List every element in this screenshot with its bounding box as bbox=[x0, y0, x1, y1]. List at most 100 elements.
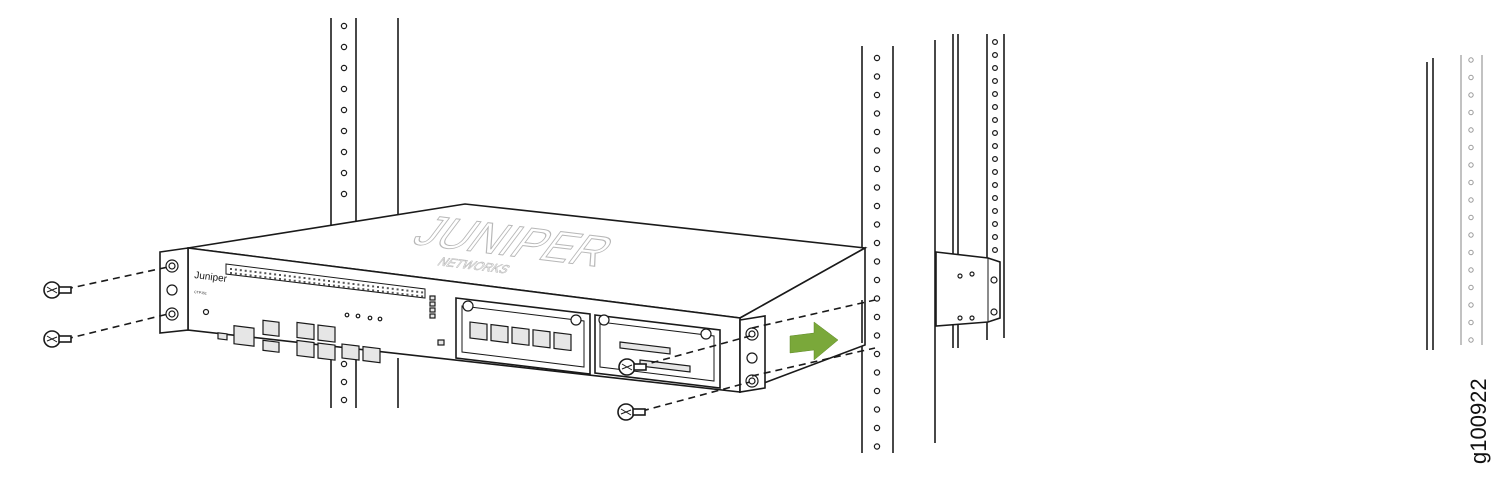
vent-hole bbox=[391, 287, 394, 290]
distant-rack-rail bbox=[1426, 55, 1483, 350]
rail-hole bbox=[873, 91, 881, 99]
rail-hole bbox=[991, 169, 998, 176]
rail-hole bbox=[873, 202, 881, 210]
vent-grille bbox=[225, 263, 426, 299]
rail-hole bbox=[873, 276, 881, 284]
rail-hole bbox=[991, 221, 998, 228]
vent-hole bbox=[396, 292, 399, 295]
rail-hole bbox=[991, 38, 998, 45]
rail-hole bbox=[340, 85, 348, 93]
rail-hole bbox=[1468, 144, 1474, 151]
rail-hole bbox=[1468, 232, 1474, 238]
rail-hole bbox=[1468, 109, 1474, 116]
vent-hole bbox=[406, 293, 409, 296]
rear-right-rack-rail bbox=[935, 34, 1005, 348]
rail-hole bbox=[340, 22, 348, 30]
vent-hole bbox=[411, 290, 414, 293]
rail-hole bbox=[991, 103, 998, 110]
rail-hole bbox=[991, 51, 998, 58]
vent-hole bbox=[318, 278, 321, 281]
vent-hole bbox=[352, 283, 355, 285]
vent-hole bbox=[308, 281, 311, 284]
vent-hole bbox=[318, 282, 321, 285]
rj45-port bbox=[511, 326, 530, 346]
vent-hole bbox=[230, 268, 232, 270]
rear-left-rack-rail bbox=[330, 18, 399, 408]
rail-hole bbox=[1468, 319, 1474, 326]
rj45-port bbox=[532, 329, 551, 349]
rail-hole bbox=[991, 156, 998, 163]
rail-hole bbox=[1468, 127, 1474, 133]
vent-hole bbox=[279, 278, 281, 280]
rail-hole bbox=[340, 64, 348, 72]
arrow-right-icon bbox=[789, 321, 839, 361]
vent-hole bbox=[274, 277, 277, 280]
rail-hole bbox=[1468, 92, 1474, 98]
rail-hole bbox=[873, 350, 881, 358]
vent-hole bbox=[259, 271, 262, 274]
rail-hole bbox=[991, 195, 998, 202]
vent-hole bbox=[337, 285, 340, 288]
rail-hole bbox=[1468, 337, 1474, 343]
rail-holes bbox=[340, 22, 348, 404]
rail-hole bbox=[873, 332, 881, 339]
vent-hole bbox=[293, 275, 296, 278]
vent-hole bbox=[386, 287, 389, 290]
rail-hole bbox=[873, 221, 881, 228]
vent-hole bbox=[239, 269, 242, 272]
figure-id-label: g100922 bbox=[1466, 378, 1491, 464]
rail-hole bbox=[1468, 57, 1474, 63]
figure-id: g100922 bbox=[1462, 348, 1501, 468]
vent-hole bbox=[269, 272, 272, 275]
screw-icon bbox=[43, 330, 72, 348]
rail-hole bbox=[340, 169, 348, 177]
guide-lines bbox=[65, 266, 876, 412]
rail-hole bbox=[873, 443, 881, 450]
rail-hole bbox=[991, 77, 998, 84]
vent-hole bbox=[332, 280, 335, 283]
vent-hole bbox=[283, 278, 286, 281]
rail-holes bbox=[1468, 57, 1474, 343]
vent-hole bbox=[416, 290, 419, 293]
vent-hole bbox=[332, 284, 335, 287]
rail-hole bbox=[873, 313, 881, 321]
vent-hole bbox=[254, 275, 257, 277]
vent-hole bbox=[406, 289, 409, 292]
device-chassis: JUNIPER NETWORKS Juniper CTP151 bbox=[159, 203, 868, 394]
rail-hole bbox=[873, 239, 881, 247]
vent-hole bbox=[367, 284, 370, 287]
vent-hole bbox=[421, 291, 424, 294]
rail-hole bbox=[1468, 267, 1474, 273]
rail-hole bbox=[1468, 197, 1474, 203]
rail-hole bbox=[873, 369, 881, 376]
rail-hole bbox=[991, 64, 998, 71]
vent-hole bbox=[352, 287, 355, 289]
rail-hole bbox=[340, 360, 348, 368]
rail-hole bbox=[873, 258, 881, 265]
vent-hole bbox=[259, 275, 262, 278]
vent-hole bbox=[372, 289, 375, 292]
rail-hole bbox=[873, 73, 881, 80]
rail-hole bbox=[340, 378, 348, 386]
front-right-rack-rail bbox=[861, 40, 936, 453]
rail-hole bbox=[1468, 284, 1474, 291]
vent-hole bbox=[416, 294, 419, 297]
vent-hole bbox=[298, 280, 301, 283]
front-logo: Juniper bbox=[194, 270, 229, 285]
vent-hole bbox=[230, 272, 232, 274]
rail-hole bbox=[991, 208, 998, 215]
rail-hole bbox=[340, 106, 348, 114]
vent-hole bbox=[381, 286, 384, 289]
vent-hole bbox=[264, 276, 267, 279]
vent-hole bbox=[401, 289, 404, 291]
vent-hole bbox=[244, 269, 247, 272]
rail-hole bbox=[991, 130, 998, 137]
rail-hole bbox=[873, 387, 881, 395]
rail-hole bbox=[1468, 162, 1474, 168]
vent-hole bbox=[244, 273, 247, 276]
vent-hole bbox=[269, 276, 272, 279]
vent-hole bbox=[303, 281, 306, 283]
vent-hole bbox=[396, 288, 399, 291]
vent-hole bbox=[264, 272, 267, 275]
